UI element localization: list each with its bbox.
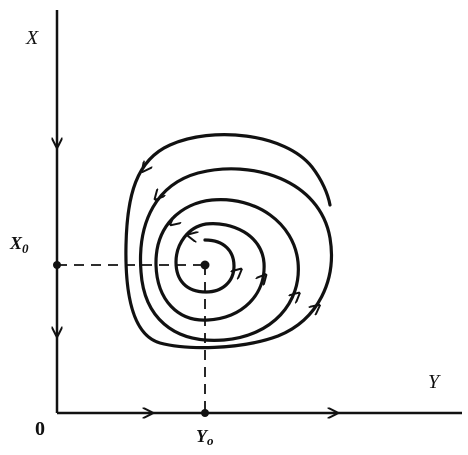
x0-axis-point bbox=[53, 261, 61, 269]
origin-label: 0 bbox=[35, 418, 45, 440]
trajectory-arrow-inner-top bbox=[192, 236, 202, 238]
spiral-trajectory bbox=[124, 133, 333, 350]
y0-label: Yo bbox=[196, 426, 214, 448]
x0-label: X0 bbox=[9, 233, 29, 256]
x-axis-label: X bbox=[25, 27, 39, 49]
y0-label-main: Y bbox=[196, 426, 209, 446]
y-axis-label: Y bbox=[428, 371, 441, 393]
y0-label-sub: o bbox=[207, 433, 214, 448]
equilibrium-point bbox=[200, 260, 210, 270]
x0-label-sub: 0 bbox=[22, 241, 29, 256]
x0-label-main: X bbox=[9, 233, 23, 253]
y0-axis-point bbox=[201, 409, 209, 417]
